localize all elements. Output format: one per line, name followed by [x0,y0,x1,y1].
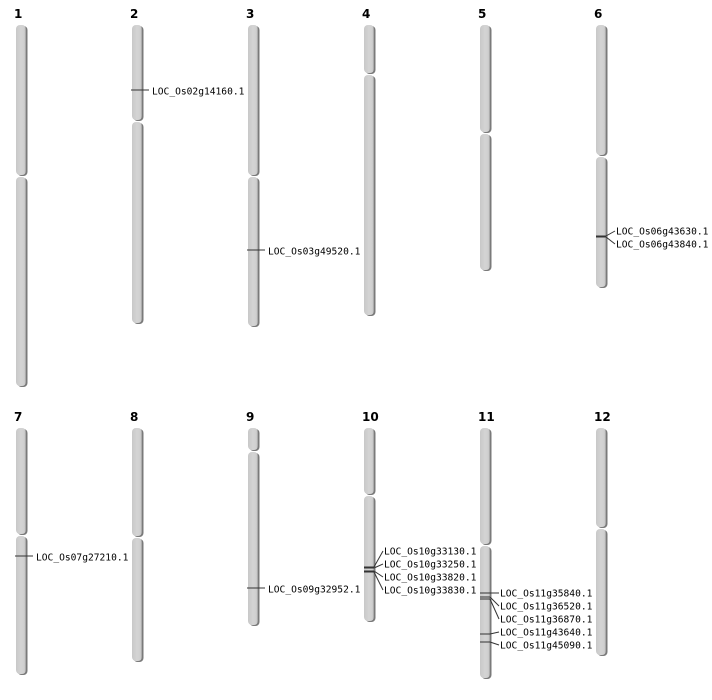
gene-labels-9: LOC_Os09g32952.1 [268,585,361,596]
chromosome-number: 2 [130,7,138,21]
label-connector [489,596,500,607]
long-arm [596,529,606,655]
label-connector [489,631,500,635]
chromosome-7: 7 [14,410,33,675]
gene-label: LOC_Os10g33830.1 [384,586,477,597]
short-arm [596,25,606,155]
chromosome-number: 4 [362,7,370,21]
short-arm [480,428,490,544]
chromosome-4: 4 [362,7,376,316]
label-connector [605,236,616,245]
short-arm [132,428,142,536]
label-connector [373,571,384,591]
label-connector [489,598,500,620]
label-connector [373,563,384,569]
gene-label: LOC_Os09g32952.1 [268,585,361,596]
long-arm [596,157,606,287]
gene-labels-3: LOC_Os03g49520.1 [268,247,361,258]
short-arm [364,428,374,494]
chromosome-number: 1 [14,7,22,21]
label-connector [373,570,384,578]
gene-label: LOC_Os11g35840.1 [500,589,593,600]
gene-label: LOC_Os11g36520.1 [500,602,593,613]
chromosome-number: 11 [478,410,495,424]
chromosome-1: 1 [14,7,28,387]
gene-label: LOC_Os11g43640.1 [500,628,593,639]
long-arm [480,134,490,270]
long-arm [364,496,374,621]
long-arm [480,546,490,678]
gene-label: LOC_Os11g45090.1 [500,641,593,652]
gene-label: LOC_Os06g43630.1 [616,227,709,238]
gene-labels-2: LOC_Os02g14160.1 [152,87,245,98]
short-arm [16,25,26,175]
short-arm [480,25,490,132]
chromosome-number: 7 [14,410,22,424]
chromosome-3: 3 [246,7,265,327]
long-arm [364,75,374,315]
long-arm [16,177,26,386]
gene-labels-10: LOC_Os10g33130.1LOC_Os10g33250.1LOC_Os10… [373,547,477,597]
long-arm [248,452,258,625]
short-arm [248,428,258,450]
chromosome-11: 11 [478,410,495,679]
chromosome-number: 9 [246,410,254,424]
gene-label: LOC_Os02g14160.1 [152,87,245,98]
chromosome-12: 12 [594,410,611,656]
gene-label: LOC_Os06g43840.1 [616,240,709,251]
gene-label: LOC_Os03g49520.1 [268,247,361,258]
label-connector [605,230,616,237]
label-connector [489,641,500,646]
gene-label: LOC_Os07g27210.1 [36,553,129,564]
chromosome-10: 10 [362,410,379,622]
gene-label: LOC_Os11g36870.1 [500,615,593,626]
gene-label: LOC_Os10g33130.1 [384,547,477,558]
long-arm [16,536,26,674]
chromosome-9: 9 [246,410,265,626]
short-arm [364,25,374,73]
gene-labels-11: LOC_Os11g35840.1LOC_Os11g36520.1LOC_Os11… [489,589,593,652]
long-arm [248,177,258,326]
short-arm [132,25,142,120]
chromosome-number: 12 [594,410,611,424]
gene-labels-7: LOC_Os07g27210.1 [36,553,129,564]
chromosome-number: 6 [594,7,602,21]
chromosome-number: 5 [478,7,486,21]
gene-label: LOC_Os10g33250.1 [384,560,477,571]
short-arm [596,428,606,527]
label-connector [373,550,384,568]
chromosome-8: 8 [130,410,144,662]
short-arm [248,25,258,175]
short-arm [16,428,26,534]
long-arm [132,122,142,323]
chromosome-6: 6 [594,7,608,288]
chromosome-5: 5 [478,7,492,271]
chromosome-2: 2 [130,7,149,324]
chromosome-number: 8 [130,410,138,424]
chromosome-number: 3 [246,7,254,21]
long-arm [132,538,142,661]
gene-label: LOC_Os10g33820.1 [384,573,477,584]
chromosome-number: 10 [362,410,379,424]
